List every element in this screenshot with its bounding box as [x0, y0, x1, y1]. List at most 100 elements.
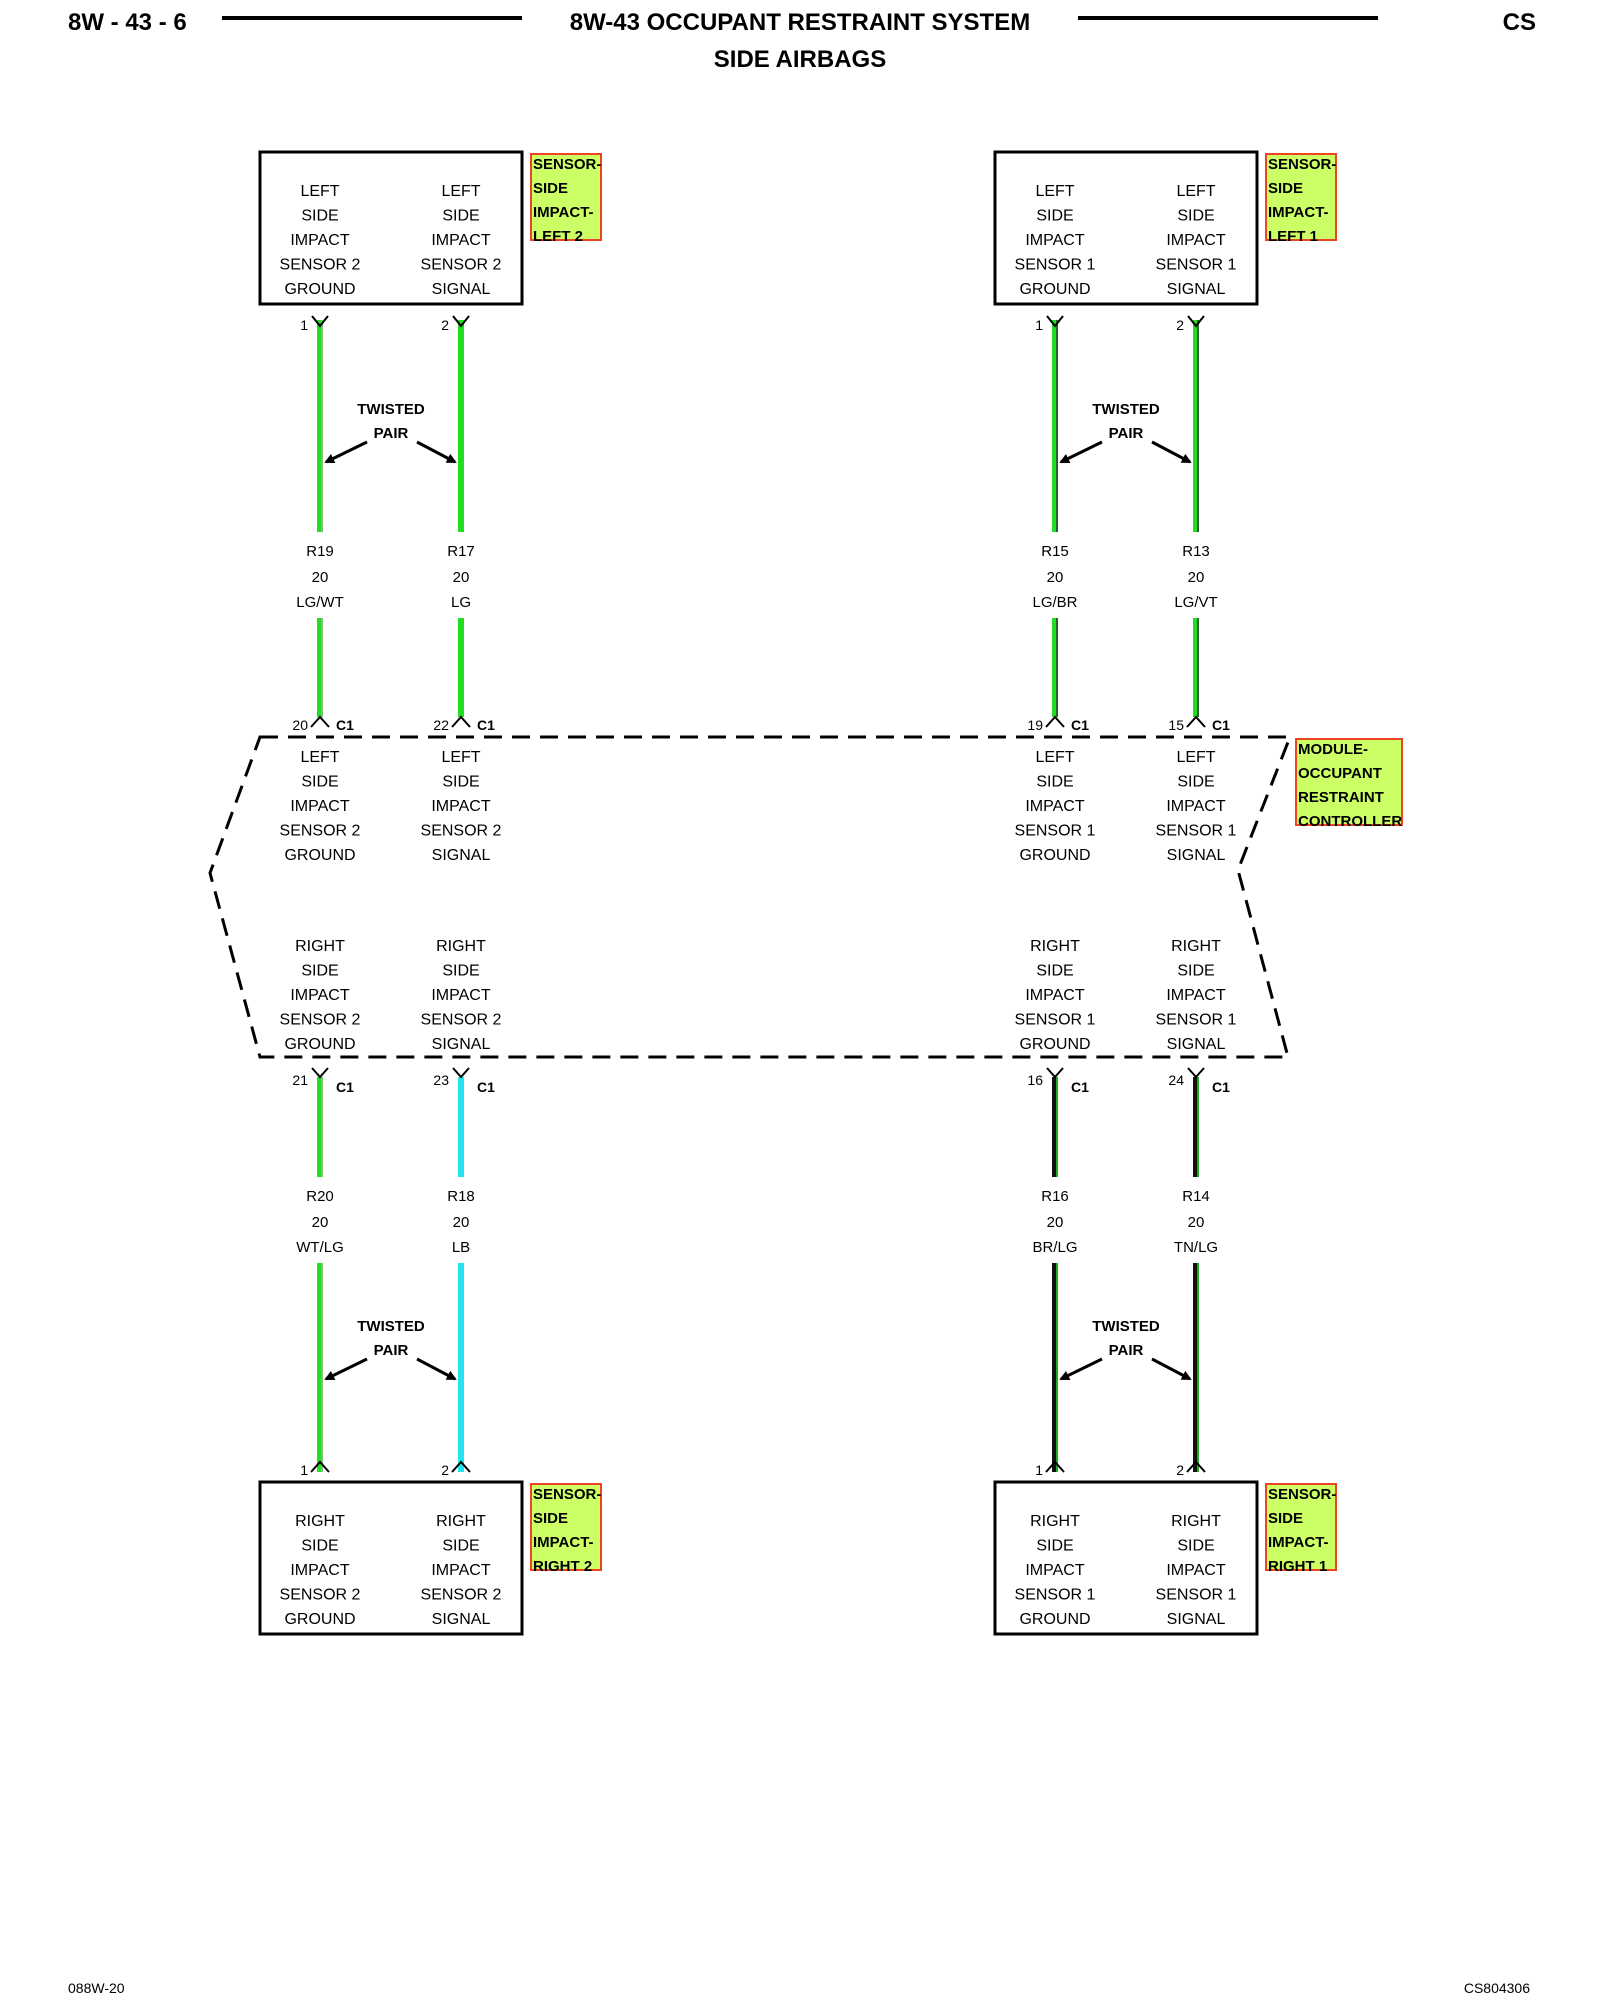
component-tag-text: SENSOR- [533, 1486, 601, 1503]
module-label: IMPACT [290, 987, 349, 1004]
sensor-pin-number: 2 [441, 317, 449, 333]
sensor-label-right1: SIDE [1036, 1538, 1073, 1555]
component-tag-text: SENSOR- [1268, 1486, 1336, 1503]
twisted-pair-label: PAIR [1109, 425, 1144, 442]
module-label: GROUND [284, 847, 355, 864]
component-tag-sensor_left1 [1265, 153, 1337, 241]
sensor-label-left1: SIDE [1177, 208, 1214, 225]
module-label: RIGHT [1030, 938, 1080, 955]
connector-id: C1 [1071, 1079, 1089, 1095]
module-label: SIGNAL [432, 1036, 491, 1053]
module-label: IMPACT [290, 798, 349, 815]
sensor-label-left2: LEFT [441, 183, 480, 200]
sensor-label-right1: IMPACT [1166, 1562, 1225, 1579]
sensor-label-left2: GROUND [284, 281, 355, 298]
connector-id: C1 [1212, 717, 1230, 733]
sensor-pin-number: 2 [1176, 317, 1184, 333]
module-label: IMPACT [1025, 987, 1084, 1004]
twisted-pair-label: PAIR [374, 1342, 409, 1359]
component-tag-text: SIDE [533, 180, 568, 197]
pin-terminal [1186, 1460, 1206, 1473]
wire-gauge: 20 [312, 569, 329, 586]
footer-right-code: CS804306 [1463, 1980, 1530, 1996]
sensor-label-right2: IMPACT [290, 1562, 349, 1579]
sensor-label-left2: SENSOR 2 [280, 257, 361, 274]
connector-terminal [311, 1067, 329, 1079]
module-label: RIGHT [295, 938, 345, 955]
connector-id: C1 [1071, 717, 1089, 733]
module-label: SIDE [301, 774, 338, 791]
wire-circuit: R13 [1182, 543, 1210, 560]
module-label: SIDE [1036, 963, 1073, 980]
component-tag-module [1295, 738, 1403, 826]
sensor-box-right1 [993, 1480, 1259, 1636]
component-tag-sensor_right1 [1265, 1483, 1337, 1571]
wire-color: WT/LG [296, 1239, 344, 1256]
component-tag-text: LEFT 2 [533, 228, 583, 245]
component-tag-text: IMPACT- [533, 204, 594, 221]
module-label: LEFT [1176, 749, 1215, 766]
pin-terminal [311, 315, 329, 328]
module-label: SENSOR 2 [421, 1012, 502, 1029]
wire-circuit: R15 [1041, 543, 1069, 560]
connector-terminal [451, 715, 471, 728]
wire-color: LG/BR [1032, 594, 1077, 611]
sensor-pin-number: 1 [300, 317, 308, 333]
connector-terminal [1186, 715, 1206, 728]
twisted-pair-arrow [1059, 1357, 1103, 1381]
component-tag-text: RESTRAINT [1298, 789, 1384, 806]
module-label: SIGNAL [432, 847, 491, 864]
twisted-pair-label: TWISTED [1092, 401, 1160, 418]
page-number: 8W - 43 - 6 [68, 9, 187, 36]
component-tag-text: RIGHT 1 [1268, 1558, 1327, 1575]
module-label: SIGNAL [1167, 1036, 1226, 1053]
pin-terminal [1045, 1460, 1065, 1473]
module-label: LEFT [300, 749, 339, 766]
sensor-pin-number: 2 [1176, 1462, 1184, 1478]
module-pin-number: 24 [1168, 1072, 1184, 1088]
sensor-box-right2 [258, 1480, 524, 1636]
twisted-pair-arrow [324, 440, 368, 464]
module-label: SIDE [1036, 774, 1073, 791]
component-tag-text: IMPACT- [1268, 1534, 1329, 1551]
twisted-pair-label: TWISTED [357, 1318, 425, 1335]
component-tag-text: SIDE [1268, 180, 1303, 197]
module-label: LEFT [441, 749, 480, 766]
module-pin-number: 22 [433, 717, 449, 733]
twisted-pair-arrow [324, 1357, 368, 1381]
module-label: IMPACT [431, 798, 490, 815]
wire-gauge: 20 [453, 1214, 470, 1231]
module-pin-number: 19 [1027, 717, 1043, 733]
component-tag-text: SIDE [533, 1510, 568, 1527]
footer-left-code: 088W-20 [68, 1980, 125, 1996]
twisted-pair-label: TWISTED [357, 401, 425, 418]
wire-color: LB [452, 1239, 470, 1256]
component-tag-text: MODULE- [1298, 741, 1368, 758]
module-label: GROUND [1019, 847, 1090, 864]
module-outline [208, 735, 1293, 1059]
page-subtitle: SIDE AIRBAGS [713, 46, 887, 73]
sensor-label-right2: SIGNAL [432, 1611, 491, 1628]
sensor-label-right1: RIGHT [1030, 1513, 1080, 1530]
sensor-label-right1: SENSOR 1 [1156, 1587, 1237, 1604]
sensor-label-left2: IMPACT [431, 232, 490, 249]
connector-id: C1 [477, 717, 495, 733]
sensor-label-left1: SIDE [1036, 208, 1073, 225]
module-label: IMPACT [1166, 987, 1225, 1004]
sensor-label-left1: IMPACT [1166, 232, 1225, 249]
component-tag-text: LEFT 1 [1268, 228, 1318, 245]
pin-terminal [310, 1460, 330, 1473]
sensor-label-right1: SIGNAL [1167, 1611, 1226, 1628]
sensor-label-right2: RIGHT [295, 1513, 345, 1530]
sensor-label-left1: SENSOR 1 [1156, 257, 1237, 274]
module-pin-number: 20 [292, 717, 308, 733]
pin-terminal [451, 1460, 471, 1473]
wire-gauge: 20 [312, 1214, 329, 1231]
sensor-label-left2: LEFT [300, 183, 339, 200]
wire-circuit: R14 [1182, 1188, 1210, 1205]
component-tag-text: IMPACT- [533, 1534, 594, 1551]
sensor-pin-number: 1 [1035, 1462, 1043, 1478]
sensor-pin-number: 1 [1035, 317, 1043, 333]
module-label: SENSOR 1 [1156, 823, 1237, 840]
